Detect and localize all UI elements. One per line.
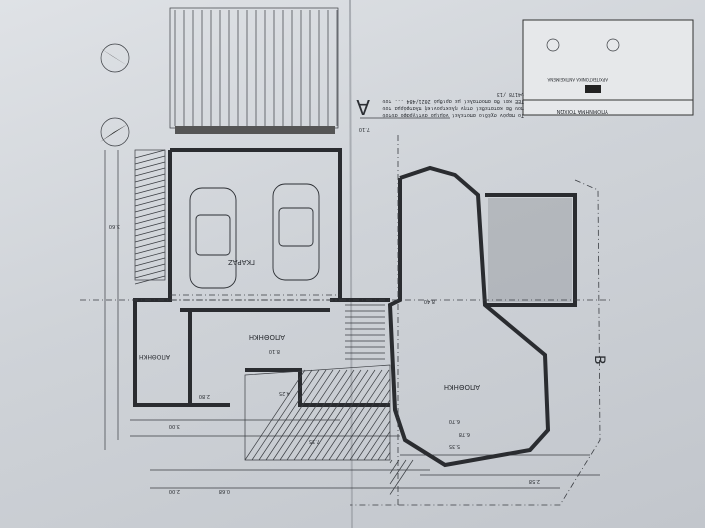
dimension-label: 8.10 xyxy=(269,348,280,354)
dimension-label: 4.25 xyxy=(279,390,290,396)
room-label-storage-1: ΑΠΟΘΗΚΗ xyxy=(249,333,285,341)
property-line xyxy=(350,179,601,506)
walls-right-building xyxy=(387,165,577,468)
dimension-label: 0.68 xyxy=(219,488,230,494)
dimension-label: 2.58 xyxy=(529,478,540,484)
dimension-label: 2.00 xyxy=(169,488,180,494)
dimension-label: 6.78 xyxy=(459,431,470,437)
dimension-label: 2.80 xyxy=(199,393,210,399)
terrace-hatch xyxy=(244,364,414,495)
dimension-label: 3.60 xyxy=(109,223,120,229)
title-block-header: ΥΠΟΜΝΗΜΑ ΤΟΙΧΩΝ xyxy=(556,108,609,114)
section-mark-b: B xyxy=(591,355,607,365)
paper-fold xyxy=(349,0,353,528)
staircase xyxy=(345,304,385,360)
dimension-label: 8.40 xyxy=(424,298,435,304)
left-ramp xyxy=(134,149,166,285)
title-block xyxy=(522,19,694,116)
car-right xyxy=(272,183,320,281)
dimension-label: 7.35 xyxy=(309,438,320,444)
dimension-label: 7.10 xyxy=(359,126,370,132)
right-room-hatch xyxy=(488,198,572,302)
dimension-label: 6.70 xyxy=(449,418,460,424)
car-left xyxy=(189,187,237,289)
title-block-legend: ΑΡΧΙΤΕΚΤΟΝΙΚΑ ΑΝΤΙΚΕΙΜΕΝΑ xyxy=(547,77,608,82)
section-mark-a: A xyxy=(356,95,370,119)
dimension-label: 5.35 xyxy=(449,443,460,449)
legal-note: Το παρόν σχέδιο αποτελεί νόμιμο αντίγραφ… xyxy=(382,91,524,118)
room-label-storage-2: ΑΠΟΘΗΚΗ xyxy=(139,353,170,360)
room-label-garage: ΓΚΑΡΑΖ xyxy=(228,258,255,266)
room-label-storage-3: ΑΠΟΘΗΚΗ xyxy=(444,383,480,391)
roof-area xyxy=(169,7,339,134)
north-arrow-icon xyxy=(100,43,130,147)
dimension-label: 3.00 xyxy=(169,423,180,429)
